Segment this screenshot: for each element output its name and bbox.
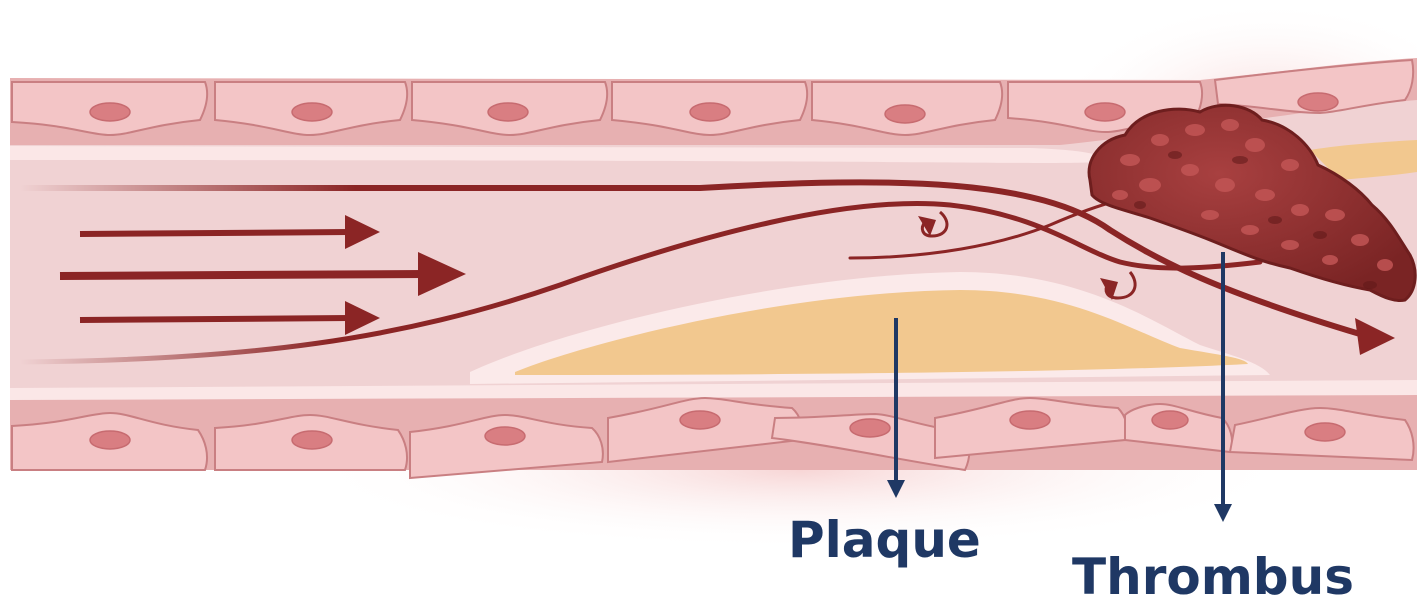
flow-arrow: [80, 318, 350, 320]
plaque-label: Plaque: [788, 515, 981, 565]
flow-arrow: [60, 274, 425, 276]
flow-arrow: [80, 232, 350, 234]
thrombus-label: Thrombus: [1072, 552, 1354, 602]
